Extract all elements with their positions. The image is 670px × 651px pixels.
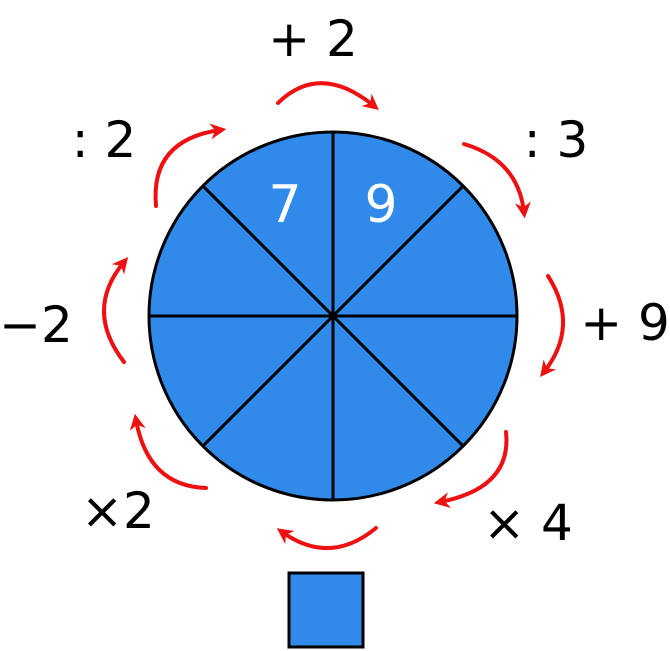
arrow-lower-left (129, 413, 208, 490)
answer-box-group (287, 571, 365, 649)
wheel: 9 7 (147, 130, 519, 502)
arrow-upper-right (462, 142, 531, 219)
arrow-left (102, 257, 129, 364)
arrow-bottom (276, 526, 378, 551)
operation-label-lower-right: × 4 (483, 494, 573, 552)
wheel-spoke (201, 184, 465, 448)
operation-label-lower-left: ×2 (81, 482, 155, 540)
operation-arrows (102, 81, 566, 551)
arrow-upper-left (153, 123, 227, 208)
segment-number-top-left: 7 (268, 175, 301, 235)
operation-label-upper-right: : 3 (524, 111, 589, 169)
arrow-top (276, 81, 379, 111)
answer-box[interactable] (287, 571, 365, 649)
arrow-right (540, 274, 566, 378)
operation-label-upper-left: : 2 (72, 111, 137, 169)
operation-label-right: + 9 (580, 294, 670, 352)
operation-labels: + 2 : 3 + 9 × 4 ×2 −2 : 2 (0, 10, 670, 552)
arrow-lower-right (433, 430, 509, 509)
operation-label-left: −2 (0, 296, 73, 354)
operation-label-top: + 2 (268, 10, 358, 68)
segment-number-top-right: 9 (364, 175, 397, 235)
wheel-spokes (149, 132, 517, 500)
